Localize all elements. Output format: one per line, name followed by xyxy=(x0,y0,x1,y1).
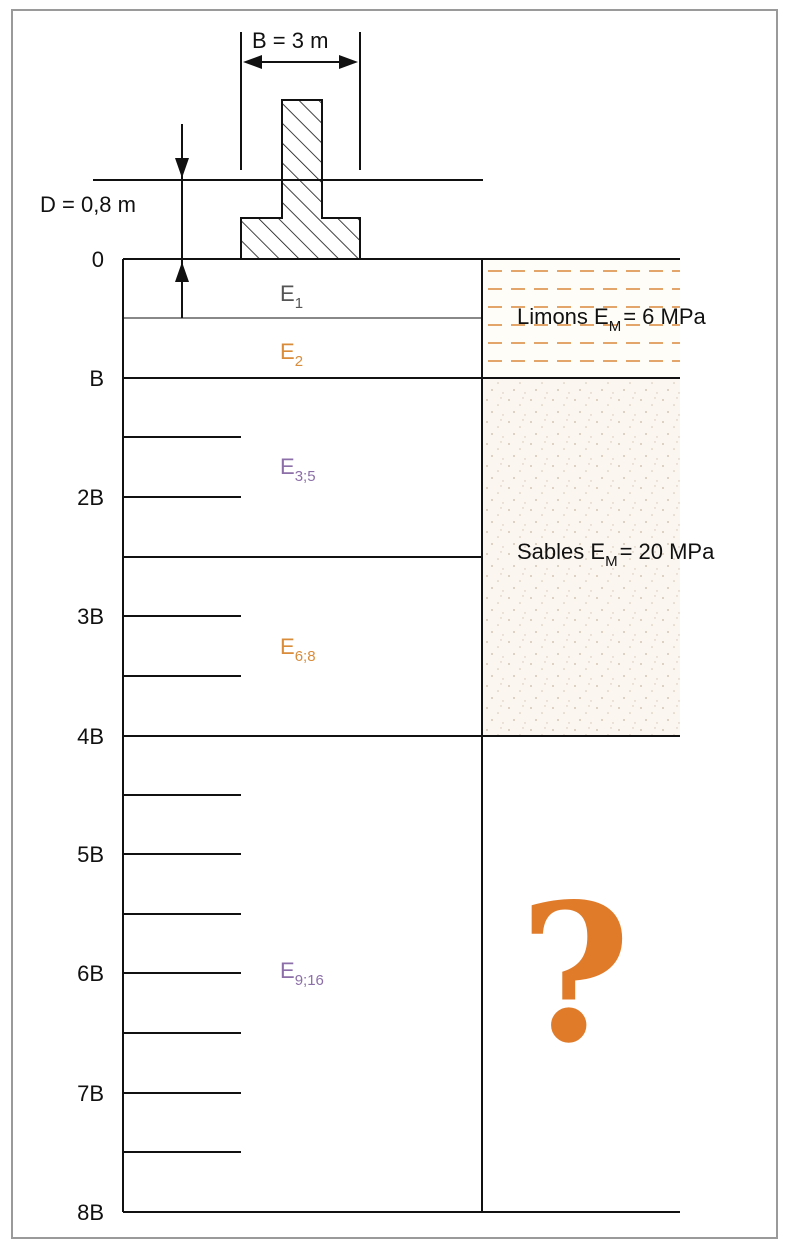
layer-labels: E1 E2 E3;5 E6;8 E9;16 xyxy=(280,281,324,989)
unknown-soil-question-mark: ? xyxy=(519,862,630,1085)
width-dimension xyxy=(240,32,361,170)
width-arrow-left xyxy=(243,55,262,69)
width-label: B = 3 m xyxy=(252,28,328,53)
depth-label-2b: 2B xyxy=(77,485,104,510)
depth-label-4b: 4B xyxy=(77,724,104,749)
grid-lines xyxy=(122,258,680,1213)
outer-frame xyxy=(11,9,778,1239)
depth-label-0: 0 xyxy=(92,247,104,272)
depth-arrow-down xyxy=(175,158,189,178)
sublayer-ticks xyxy=(123,436,241,1153)
depth-label-8b: 8B xyxy=(77,1200,104,1225)
depth-axis: 0 B 2B 3B 4B 5B 6B 7B 8B xyxy=(77,247,104,1225)
sand-label: Sables EM= 20 MPa xyxy=(517,539,715,570)
sand-layer xyxy=(482,378,680,736)
layer-label-e1: E1 xyxy=(280,281,303,312)
depth-label: D = 0,8 m xyxy=(40,192,136,217)
silt-label: Limons EM= 6 MPa xyxy=(517,304,707,335)
silt-dashes xyxy=(488,270,680,362)
depth-label-6b: 6B xyxy=(77,961,104,986)
layer-label-e35: E3;5 xyxy=(280,454,316,485)
depth-label-5b: 5B xyxy=(77,842,104,867)
depth-arrow-up xyxy=(175,262,189,282)
silt-layer xyxy=(482,259,680,378)
width-arrow-right xyxy=(339,55,358,69)
depth-label-b: B xyxy=(89,366,104,391)
depth-label-3b: 3B xyxy=(77,604,104,629)
layer-label-e68: E6;8 xyxy=(280,634,316,665)
layer-label-e916: E9;16 xyxy=(280,958,324,989)
depth-label-7b: 7B xyxy=(77,1081,104,1106)
layer-label-e2: E2 xyxy=(280,339,303,370)
